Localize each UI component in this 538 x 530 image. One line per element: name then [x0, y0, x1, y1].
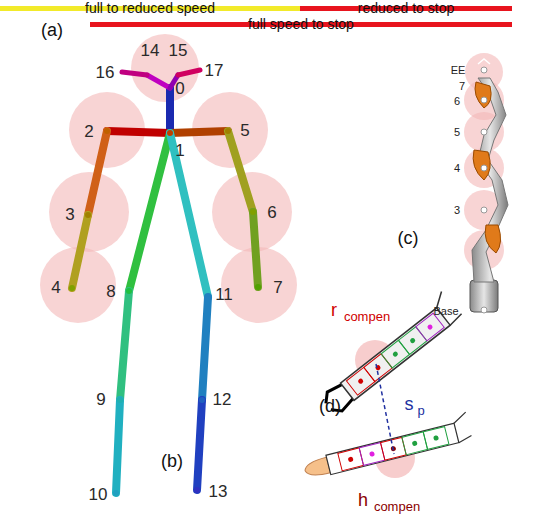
panel-label: (c): [398, 229, 419, 247]
zone-bar: full speed to stop: [90, 16, 512, 32]
symbol: s: [405, 395, 414, 413]
keypoint-number: 5: [240, 122, 249, 139]
keypoint-number: 0: [175, 80, 184, 97]
joint-label: Base: [433, 306, 458, 317]
keypoint-number: 7: [273, 279, 282, 296]
joint-label: 4: [454, 163, 460, 174]
zone-bar: reduced to stop: [300, 0, 512, 16]
keypoint-number: 2: [84, 123, 93, 140]
keypoint-number: 3: [65, 206, 74, 223]
safety-spheres: [40, 34, 297, 323]
keypoint-number: 12: [213, 391, 232, 408]
keypoint-number: 9: [96, 391, 105, 408]
subscript: p: [417, 404, 424, 417]
keypoint-number: 14: [141, 42, 160, 59]
keypoint-number: 13: [209, 483, 228, 500]
joint-label: 5: [454, 127, 460, 138]
subscript: compen: [374, 500, 420, 513]
keypoint-number: 4: [51, 279, 60, 296]
panel-label: (b): [161, 452, 183, 470]
keypoint-number: 6: [267, 204, 276, 221]
keypoint-number: 15: [169, 42, 188, 59]
keypoints: [69, 128, 261, 496]
keypoint-number: 10: [89, 486, 108, 503]
compensation-detail: [301, 290, 473, 480]
joint-label: EE: [451, 65, 466, 76]
subscript: compen: [344, 310, 390, 323]
joint-label: 6: [454, 96, 460, 107]
bar-label: full speed to stop: [90, 16, 512, 32]
panel-label: (a): [41, 21, 63, 39]
bar-label: reduced to stop: [300, 0, 512, 16]
joint-label: 3: [454, 205, 460, 216]
keypoint-number: 16: [96, 64, 115, 81]
skeleton: [72, 70, 258, 493]
robot-arm: [464, 53, 508, 313]
panel-label: (d): [319, 397, 341, 415]
keypoint-number: 1: [175, 142, 184, 159]
symbol: h: [358, 491, 368, 509]
keypoint-number: 11: [215, 286, 233, 303]
joint-label: 7: [459, 81, 465, 92]
zone-bar: full to reduced speed: [0, 0, 300, 16]
bar-label: full to reduced speed: [0, 0, 300, 16]
keypoint-number: 8: [106, 283, 115, 300]
symbol: r: [331, 301, 337, 319]
keypoint-number: 17: [205, 62, 224, 79]
